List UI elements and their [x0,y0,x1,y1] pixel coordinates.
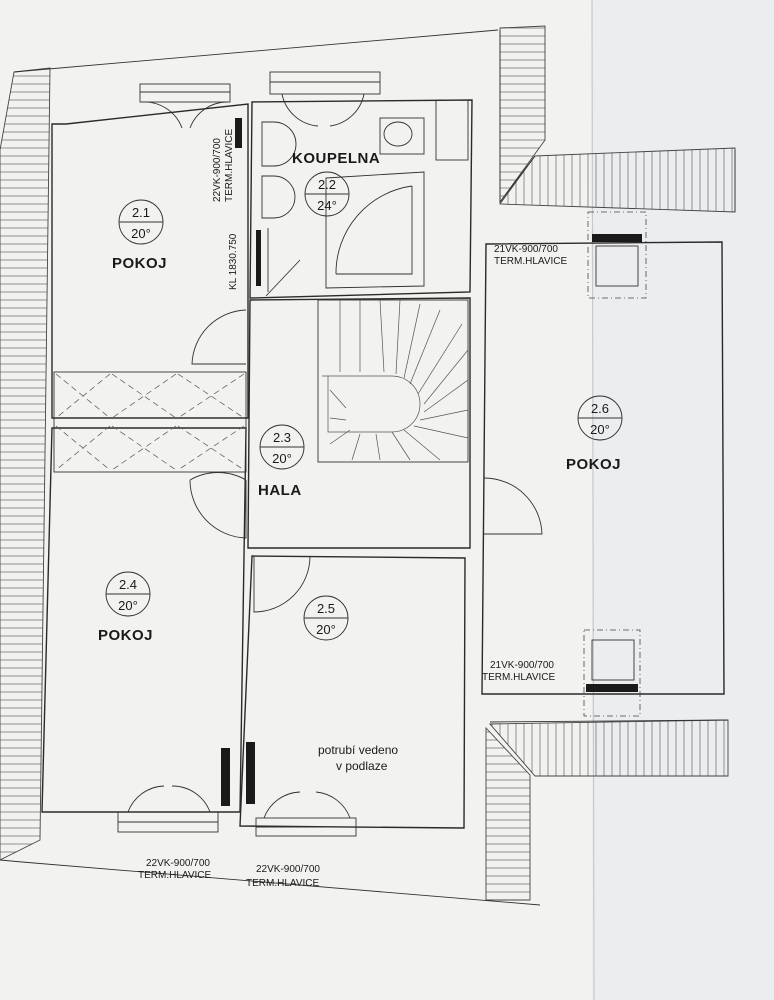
radiators [221,118,642,806]
room-temp: 20° [316,622,336,637]
room-name: KOUPELNA [292,150,380,167]
piping-note: potrubí vedeno v podlaze [318,743,398,773]
roof-hatching [0,25,736,901]
label-rad-25-valve: TERM.HLAVICE [246,878,319,889]
label-rad-26-top-valve: TERM.HLAVICE [494,256,567,267]
windows-bottom [117,785,357,837]
room-stamp-2-2: 2.2 24° KOUPELNA [292,150,380,217]
room-number: 2.6 [591,401,609,416]
room-number: 2.1 [132,205,150,220]
wardrobe-markings [55,373,245,471]
windows-top [139,71,381,129]
room-temp: 20° [118,598,138,613]
radiator-26-bottom [586,684,638,692]
radiator-bath-ladder [256,230,261,286]
label-rad-bath-ladder: KL 1830.750 [228,233,239,290]
room-name: HALA [258,482,302,499]
room-number: 2.3 [273,430,291,445]
note-line-1: potrubí vedeno [318,743,398,757]
roof-windows [583,211,647,717]
bathroom-fixtures [261,99,469,297]
label-rad-26-bottom: 21VK-900/700 [490,660,554,671]
room-stamp-2-5: 2.5 20° [303,595,349,641]
room-name: POKOJ [112,255,167,272]
room-temp: 20° [272,451,292,466]
radiator-bath-top [235,118,242,148]
staircase [322,299,469,461]
room-temp: 20° [131,226,151,241]
room-stamp-2-6: 2.6 20° POKOJ [566,395,623,473]
label-rad-26-bottom-valve: TERM.HLAVICE [482,672,555,683]
room-number: 2.4 [119,577,137,592]
label-rad-25: 22VK-900/700 [256,864,320,875]
room-stamp-2-1: 2.1 20° POKOJ [112,199,167,272]
radiator-24 [221,748,230,806]
label-rad-bath-top-valve: TERM.HLAVICE [224,129,235,202]
note-line-2: v podlaze [336,759,388,773]
radiator-26-top [592,234,642,242]
label-rad-bath-top: 22VK-900/700 [212,138,223,202]
building-outline [0,29,736,906]
radiator-labels: 22VK-900/700 TERM.HLAVICE KL 1830.750 21… [138,129,567,889]
room-number: 2.5 [317,601,335,616]
room-temp: 24° [317,198,337,213]
room-name: POKOJ [98,627,153,644]
room-temp: 20° [590,422,610,437]
room-stamp-2-4: 2.4 20° POKOJ [98,571,153,644]
door-swings [189,309,543,613]
label-rad-24-valve: TERM.HLAVICE [138,870,211,881]
label-rad-26-top: 21VK-900/700 [494,244,558,255]
room-name: POKOJ [566,456,621,473]
room-stamp-2-3: 2.3 20° HALA [258,424,305,499]
radiator-25 [246,742,255,804]
room-number: 2.2 [318,177,336,192]
label-rad-24: 22VK-900/700 [146,858,210,869]
